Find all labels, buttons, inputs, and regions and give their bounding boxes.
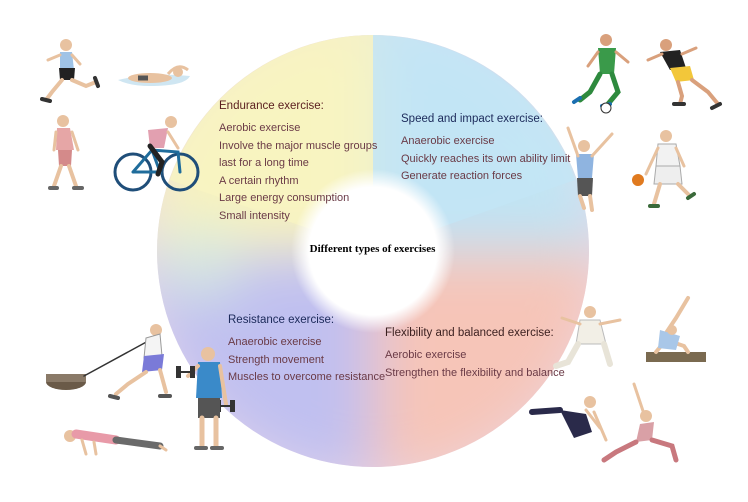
sprinter-icon bbox=[646, 39, 722, 110]
volleyball-player-icon bbox=[566, 126, 614, 212]
lunge-stretch-icon bbox=[601, 382, 679, 463]
sled-pull-icon bbox=[46, 324, 172, 400]
resistance-section: Resistance exercise: Anaerobic exercise … bbox=[228, 312, 385, 387]
push-up-icon bbox=[64, 429, 168, 456]
endurance-item: Involve the major muscle groups bbox=[219, 139, 378, 152]
yoga-stretch-icon bbox=[529, 396, 608, 442]
speed-items: Anaerobic exercise Quickly reaches its o… bbox=[401, 133, 570, 186]
flexibility-item: Strengthen the flexibility and balance bbox=[385, 366, 565, 379]
dumbbell-lifter-icon bbox=[176, 347, 235, 450]
basketball-player-icon bbox=[632, 130, 696, 208]
endurance-item: A certain rhythm bbox=[219, 174, 299, 187]
resistance-items: Anaerobic exercise Strength movement Mus… bbox=[228, 334, 385, 387]
flexibility-items: Aerobic exercise Strengthen the flexibil… bbox=[385, 347, 565, 382]
endurance-item: Large energy consumption bbox=[219, 192, 350, 204]
resistance-title: Resistance exercise: bbox=[228, 314, 335, 326]
resistance-item: Anaerobic exercise bbox=[228, 336, 322, 348]
cyclist-icon bbox=[113, 116, 200, 192]
endurance-item: Aerobic exercise bbox=[219, 122, 301, 134]
balance-beam-icon bbox=[646, 296, 706, 362]
center-label: Different types of exercises bbox=[309, 243, 436, 255]
speed-item: Anaerobic exercise bbox=[401, 135, 495, 147]
endurance-title: Endurance exercise: bbox=[219, 100, 324, 112]
endurance-item: last for a long time bbox=[219, 157, 309, 169]
walker-icon bbox=[48, 115, 84, 190]
speed-section: Speed and impact exercise: Anaerobic exe… bbox=[401, 111, 570, 186]
endurance-section: Endurance exercise: Aerobic exercise Inv… bbox=[219, 98, 377, 225]
resistance-item: Muscles to overcome resistance bbox=[228, 371, 386, 383]
swimmer-icon bbox=[118, 65, 190, 86]
flexibility-title: Flexibility and balanced exercise: bbox=[385, 327, 554, 339]
flexibility-section: Flexibility and balanced exercise: Aerob… bbox=[385, 325, 565, 382]
speed-item: Generate reaction forces bbox=[401, 170, 523, 182]
soccer-player-icon bbox=[572, 34, 630, 114]
resistance-item: Strength movement bbox=[228, 353, 324, 366]
runner-icon bbox=[40, 39, 100, 103]
endurance-items: Aerobic exercise Involve the major muscl… bbox=[219, 120, 377, 225]
donut-hole bbox=[291, 169, 455, 333]
speed-title: Speed and impact exercise: bbox=[401, 113, 543, 125]
tai-chi-icon bbox=[553, 306, 622, 369]
endurance-item: Small intensity bbox=[219, 209, 290, 222]
flexibility-item: Aerobic exercise bbox=[385, 349, 467, 361]
speed-item: Quickly reaches its own ability limit bbox=[401, 152, 571, 165]
